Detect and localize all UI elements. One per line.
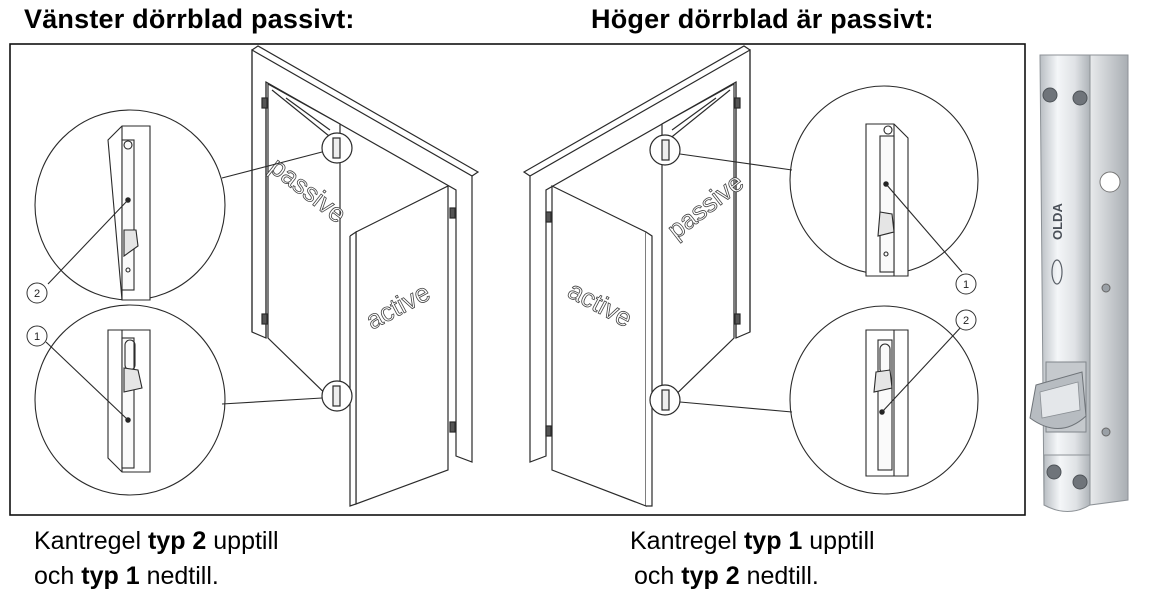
callout-right-top-number: 1 bbox=[963, 279, 969, 291]
heading-left-passive: Vänster dörrblad passivt: bbox=[24, 4, 355, 34]
right-door-assembly bbox=[522, 45, 751, 507]
right-detail-bottom bbox=[679, 305, 979, 495]
caption-right-line2-type: typ 2 bbox=[681, 562, 740, 590]
callout-left-top-number: 2 bbox=[34, 288, 40, 300]
flush-bolt-product-image: OLDA bbox=[1029, 54, 1129, 512]
caption-left-line2-type: typ 1 bbox=[81, 562, 140, 590]
caption-right-line2-text: och bbox=[634, 562, 682, 590]
caption-left-line1-position: upptill bbox=[206, 527, 279, 555]
caption-left-line2: och typ 1 nedtill. bbox=[34, 559, 279, 594]
callout-left-bottom-number: 1 bbox=[34, 331, 40, 343]
caption-right-line1-type: typ 1 bbox=[743, 527, 803, 555]
left-door-assembly bbox=[251, 45, 480, 507]
caption-right-line2: och typ 2 nedtill. bbox=[630, 559, 875, 594]
diagram-frame bbox=[9, 43, 1026, 516]
left-detail-top bbox=[34, 109, 323, 301]
olda-brand-marking: OLDA bbox=[1050, 203, 1065, 240]
callout-right-bottom: 2 bbox=[955, 309, 977, 331]
callout-left-top: 2 bbox=[26, 282, 48, 304]
heading-right-passive: Höger dörrblad är passivt: bbox=[591, 4, 934, 34]
caption-right-line1-text: Kantregel bbox=[630, 527, 744, 555]
caption-left-line2-position: nedtill. bbox=[139, 562, 219, 590]
caption-left-line1-type: typ 2 bbox=[147, 527, 207, 555]
callout-right-bottom-number: 2 bbox=[963, 315, 969, 327]
caption-left-line2-text: och bbox=[34, 562, 82, 590]
caption-right-line2-position: nedtill. bbox=[739, 562, 819, 590]
right-detail-top bbox=[679, 85, 979, 277]
caption-left: Kantregel typ 2 upptill och typ 1 nedtil… bbox=[34, 524, 279, 594]
left-detail-bottom bbox=[34, 304, 323, 496]
caption-right: Kantregel typ 1 upptill och typ 2 nedtil… bbox=[630, 524, 875, 594]
caption-right-line1-position: upptill bbox=[802, 527, 875, 555]
caption-left-line1-text: Kantregel bbox=[34, 527, 148, 555]
callout-left-bottom: 1 bbox=[26, 325, 48, 347]
callout-right-top: 1 bbox=[955, 273, 977, 295]
